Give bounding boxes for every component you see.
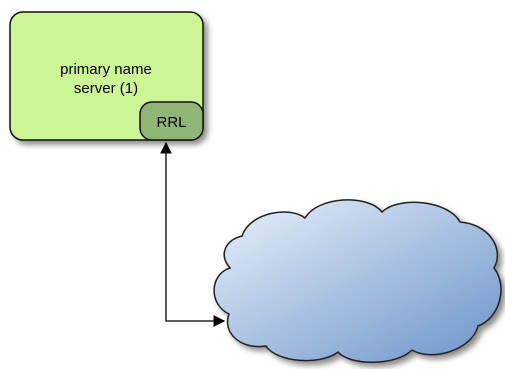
rrl-label: RRL bbox=[156, 114, 186, 131]
rrl-box bbox=[139, 101, 204, 141]
rrl-node: RRL bbox=[139, 101, 204, 141]
internet-cloud bbox=[213, 199, 502, 363]
connector-arrow bbox=[160, 141, 226, 327]
cloud-shape bbox=[213, 199, 502, 363]
server-label-line1: primary name bbox=[60, 61, 152, 78]
server-label-line2: server (1) bbox=[74, 80, 138, 97]
